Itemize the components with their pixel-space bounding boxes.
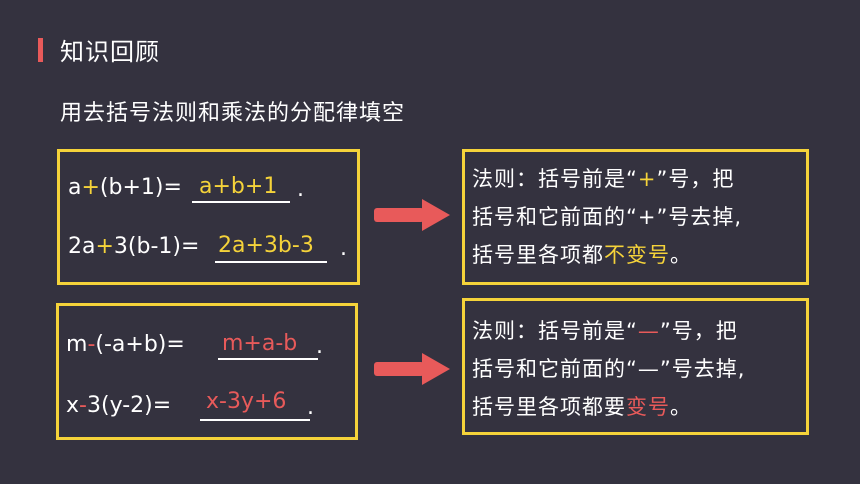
right-arrow-icon (374, 353, 450, 385)
plus-equation-1: a+(b+1)= (68, 175, 182, 200)
page-title: 知识回顾 (60, 38, 160, 66)
period: . (340, 236, 347, 261)
plus-rule-line-3: 括号里各项都不变号。 (472, 243, 692, 267)
minus-equations-box (56, 303, 358, 440)
plus-equation-2: 2a+3(b-1)= (68, 234, 200, 259)
plus-equations-box (57, 149, 360, 285)
period: . (316, 334, 323, 359)
minus-rule-line-1: 法则：括号前是“—”号，把 (472, 319, 738, 343)
answer-blank-3 (218, 358, 318, 360)
answer-blank-4 (200, 419, 310, 421)
period: . (297, 177, 304, 202)
minus-rule-box (462, 298, 809, 435)
answer-blank-1 (192, 201, 290, 203)
instruction-text: 用去括号法则和乘法的分配律填空 (60, 101, 406, 126)
plus-rule-line-2: 括号和它前面的“+”号去掉, (472, 205, 743, 229)
right-arrow-icon (374, 199, 450, 231)
minus-rule-line-2: 括号和它前面的“—”号去掉, (472, 357, 746, 381)
minus-equation-2: x-3(y-2)= (66, 393, 172, 418)
minus-rule-line-3: 括号里各项都要变号。 (472, 395, 692, 419)
plus-rule-line-1: 法则：括号前是“+”号，把 (472, 167, 735, 191)
answer-blank-2 (215, 261, 327, 263)
period: . (307, 395, 314, 420)
plus-rule-box (462, 149, 809, 285)
minus-answer-2: x-3y+6 (206, 389, 287, 414)
minus-equation-1: m-(-a+b)= (66, 332, 185, 357)
title-accent-bar (38, 38, 43, 62)
plus-answer-2: 2a+3b-3 (218, 233, 314, 258)
minus-answer-1: m+a-b (222, 331, 298, 356)
plus-answer-1: a+b+1 (199, 174, 278, 199)
